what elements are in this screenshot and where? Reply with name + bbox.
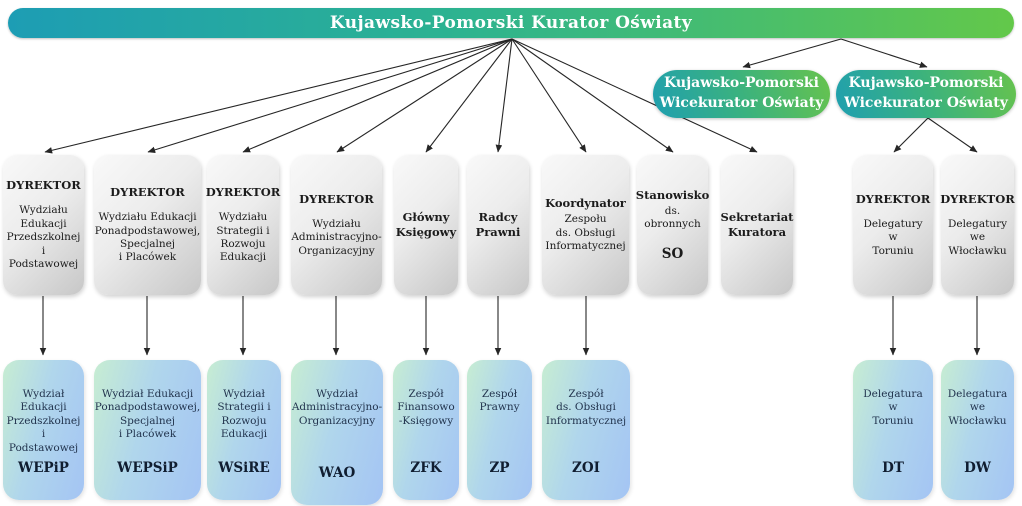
dept-abbr: DT [882, 460, 904, 476]
dept-zoi: Zespół ds. Obsługi Informatycznej ZOI [542, 360, 630, 500]
dept-abbr: WAO [318, 465, 356, 481]
kurator-banner: Kujawsko-Pomorski Kurator Oświaty [8, 8, 1014, 38]
unit-chief-accountant: Główny Księgowy [394, 155, 458, 295]
unit-subtitle: Wydziału Edukacji Przedszkolnej i Podsta… [6, 204, 81, 271]
unit-director-delegation-wloclawek: DYREKTOR Delegatury we Włocławku [940, 155, 1015, 295]
unit-title: Główny Księgowy [395, 210, 457, 239]
unit-title: Koordynator [545, 196, 626, 211]
unit-title: Sekretariat Kuratora [720, 210, 794, 239]
dept-abbr: WEPiP [18, 460, 69, 476]
dept-name: Zespół ds. Obsługi Informatycznej [545, 388, 627, 427]
dept-name: Wydział Administracyjno- Organizacyjny [291, 388, 383, 427]
unit-abbr: SO [661, 245, 684, 262]
dept-wepip: Wydział Edukacji Przedszkolnej i Podstaw… [3, 360, 84, 500]
fan-from-kurator [44, 38, 758, 154]
unit-kurator-secretariat: Sekretariat Kuratora [721, 155, 793, 295]
unit-legal-advisers: Radcy Prawni [467, 155, 529, 295]
unit-defence-post-so: Stanowisko ds. obronnych SO [635, 155, 710, 295]
unit-title: Stanowisko [635, 188, 710, 203]
vice-curator-2-pill: Kujawsko-Pomorski Wicekurator Oświaty [836, 70, 1016, 118]
unit-title: Radcy Prawni [475, 210, 521, 239]
dept-wao: Wydział Administracyjno- Organizacyjny W… [291, 360, 383, 505]
unit-title: DYREKTOR [6, 178, 81, 193]
unit-title: DYREKTOR [110, 185, 185, 200]
unit-it-coordinator: Koordynator Zespołu ds. Obsługi Informat… [542, 155, 629, 295]
dept-wsire: Wydział Strategii i Rozwoju Edukacji WSi… [207, 360, 281, 500]
unit-subtitle: ds. obronnych [644, 205, 701, 231]
dept-abbr: WSiRE [218, 460, 270, 476]
dept-zfk: Zespół Finansowo -Księgowy ZFK [393, 360, 459, 500]
dept-name: Delegatura w Toruniu [863, 388, 923, 427]
dept-abbr: WEPSiP [117, 460, 178, 476]
unit-title: DYREKTOR [940, 191, 1015, 206]
kurator-banner-label: Kujawsko-Pomorski Kurator Oświaty [329, 13, 693, 33]
dept-zp: Zespół Prawny ZP [467, 360, 532, 500]
unit-director-wepip: DYREKTOR Wydziału Edukacji Przedszkolnej… [3, 155, 84, 295]
vice-curator-1-label: Kujawsko-Pomorski Wicekurator Oświaty [659, 75, 824, 111]
vice-curator-1-pill: Kujawsko-Pomorski Wicekurator Oświaty [653, 70, 830, 118]
unit-director-wsire: DYREKTOR Wydziału Strategii i Rozwoju Ed… [205, 155, 281, 295]
vertical-connectors [39, 296, 981, 356]
unit-subtitle: Wydziału Edukacji Ponadpodstawowej, Spec… [94, 211, 201, 264]
unit-subtitle: Wydziału Administracyjno- Organizacyjny [291, 217, 382, 257]
unit-title: DYREKTOR [205, 185, 281, 200]
dept-name: Delegatura we Włocławku [947, 388, 1008, 427]
unit-title: DYREKTOR [855, 191, 931, 206]
unit-director-delegation-torun: DYREKTOR Delegatury w Toruniu [853, 155, 933, 295]
dept-delegation-torun: Delegatura w Toruniu DT [853, 360, 933, 500]
fan-to-vice-curators [742, 38, 928, 69]
unit-subtitle: Delegatury we Włocławku [947, 217, 1008, 257]
unit-subtitle: Zespołu ds. Obsługi Informatycznej [545, 213, 626, 253]
dept-abbr: ZP [489, 460, 510, 476]
unit-director-wepsip: DYREKTOR Wydziału Edukacji Ponadpodstawo… [94, 155, 201, 295]
unit-director-wao: DYREKTOR Wydziału Administracyjno- Organ… [291, 155, 382, 295]
dept-abbr: DW [964, 460, 991, 476]
dept-name: Wydział Edukacji Przedszkolnej i Podstaw… [6, 388, 81, 454]
dept-wepsip: Wydział Edukacji Ponadpodstawowej, Specj… [94, 360, 201, 500]
dept-abbr: ZFK [410, 460, 442, 476]
fan-from-vice-curator-2 [893, 117, 978, 153]
dept-name: Wydział Strategii i Rozwoju Edukacji [217, 388, 271, 441]
unit-title: DYREKTOR [299, 191, 374, 206]
dept-name: Zespół Prawny [479, 388, 520, 414]
dept-delegation-wloclawek: Delegatura we Włocławku DW [941, 360, 1014, 500]
unit-subtitle: Wydziału Strategii i Rozwoju Edukacji [216, 211, 270, 264]
dept-name: Zespół Finansowo -Księgowy [397, 388, 455, 427]
dept-name: Wydział Edukacji Ponadpodstawowej, Specj… [94, 388, 201, 441]
vice-curator-2-label: Kujawsko-Pomorski Wicekurator Oświaty [844, 75, 1008, 111]
unit-subtitle: Delegatury w Toruniu [863, 217, 923, 257]
dept-abbr: ZOI [572, 460, 600, 476]
